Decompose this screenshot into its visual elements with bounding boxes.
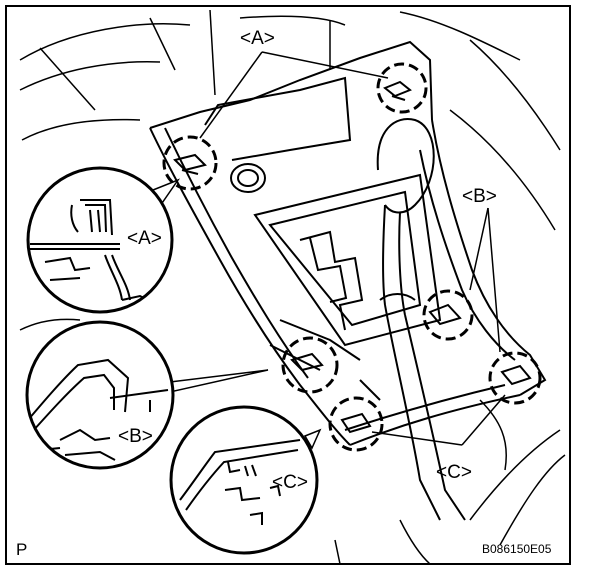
clip-positions bbox=[173, 80, 532, 434]
clip-circle-a-left bbox=[162, 135, 218, 191]
label-c-inset: <C> bbox=[272, 472, 308, 493]
clip-highlight-circles bbox=[162, 62, 542, 452]
clip-circle-b-left bbox=[422, 289, 474, 341]
label-c-bottom: <C> bbox=[436, 462, 472, 483]
corner-mark: P bbox=[16, 540, 27, 559]
leader-lines bbox=[199, 51, 506, 446]
figure-code: B086150E05 bbox=[482, 542, 552, 556]
clip-circle-c-lower bbox=[328, 396, 384, 452]
label-b-right: <B> bbox=[462, 186, 497, 207]
label-b-inset: <B> bbox=[118, 426, 153, 447]
dashboard-background bbox=[19, 9, 566, 565]
clip-circle-b-right bbox=[488, 351, 542, 405]
inset-c: <C> bbox=[169, 405, 319, 555]
label-a-top: <A> bbox=[240, 28, 275, 49]
center-console bbox=[149, 40, 547, 521]
inset-a: <A> bbox=[26, 166, 174, 314]
inset-b: <B> bbox=[25, 320, 175, 470]
clip-circle-a-right bbox=[376, 62, 428, 114]
label-a-inset: <A> bbox=[127, 228, 162, 249]
clip-circle-c-upper bbox=[281, 336, 339, 394]
